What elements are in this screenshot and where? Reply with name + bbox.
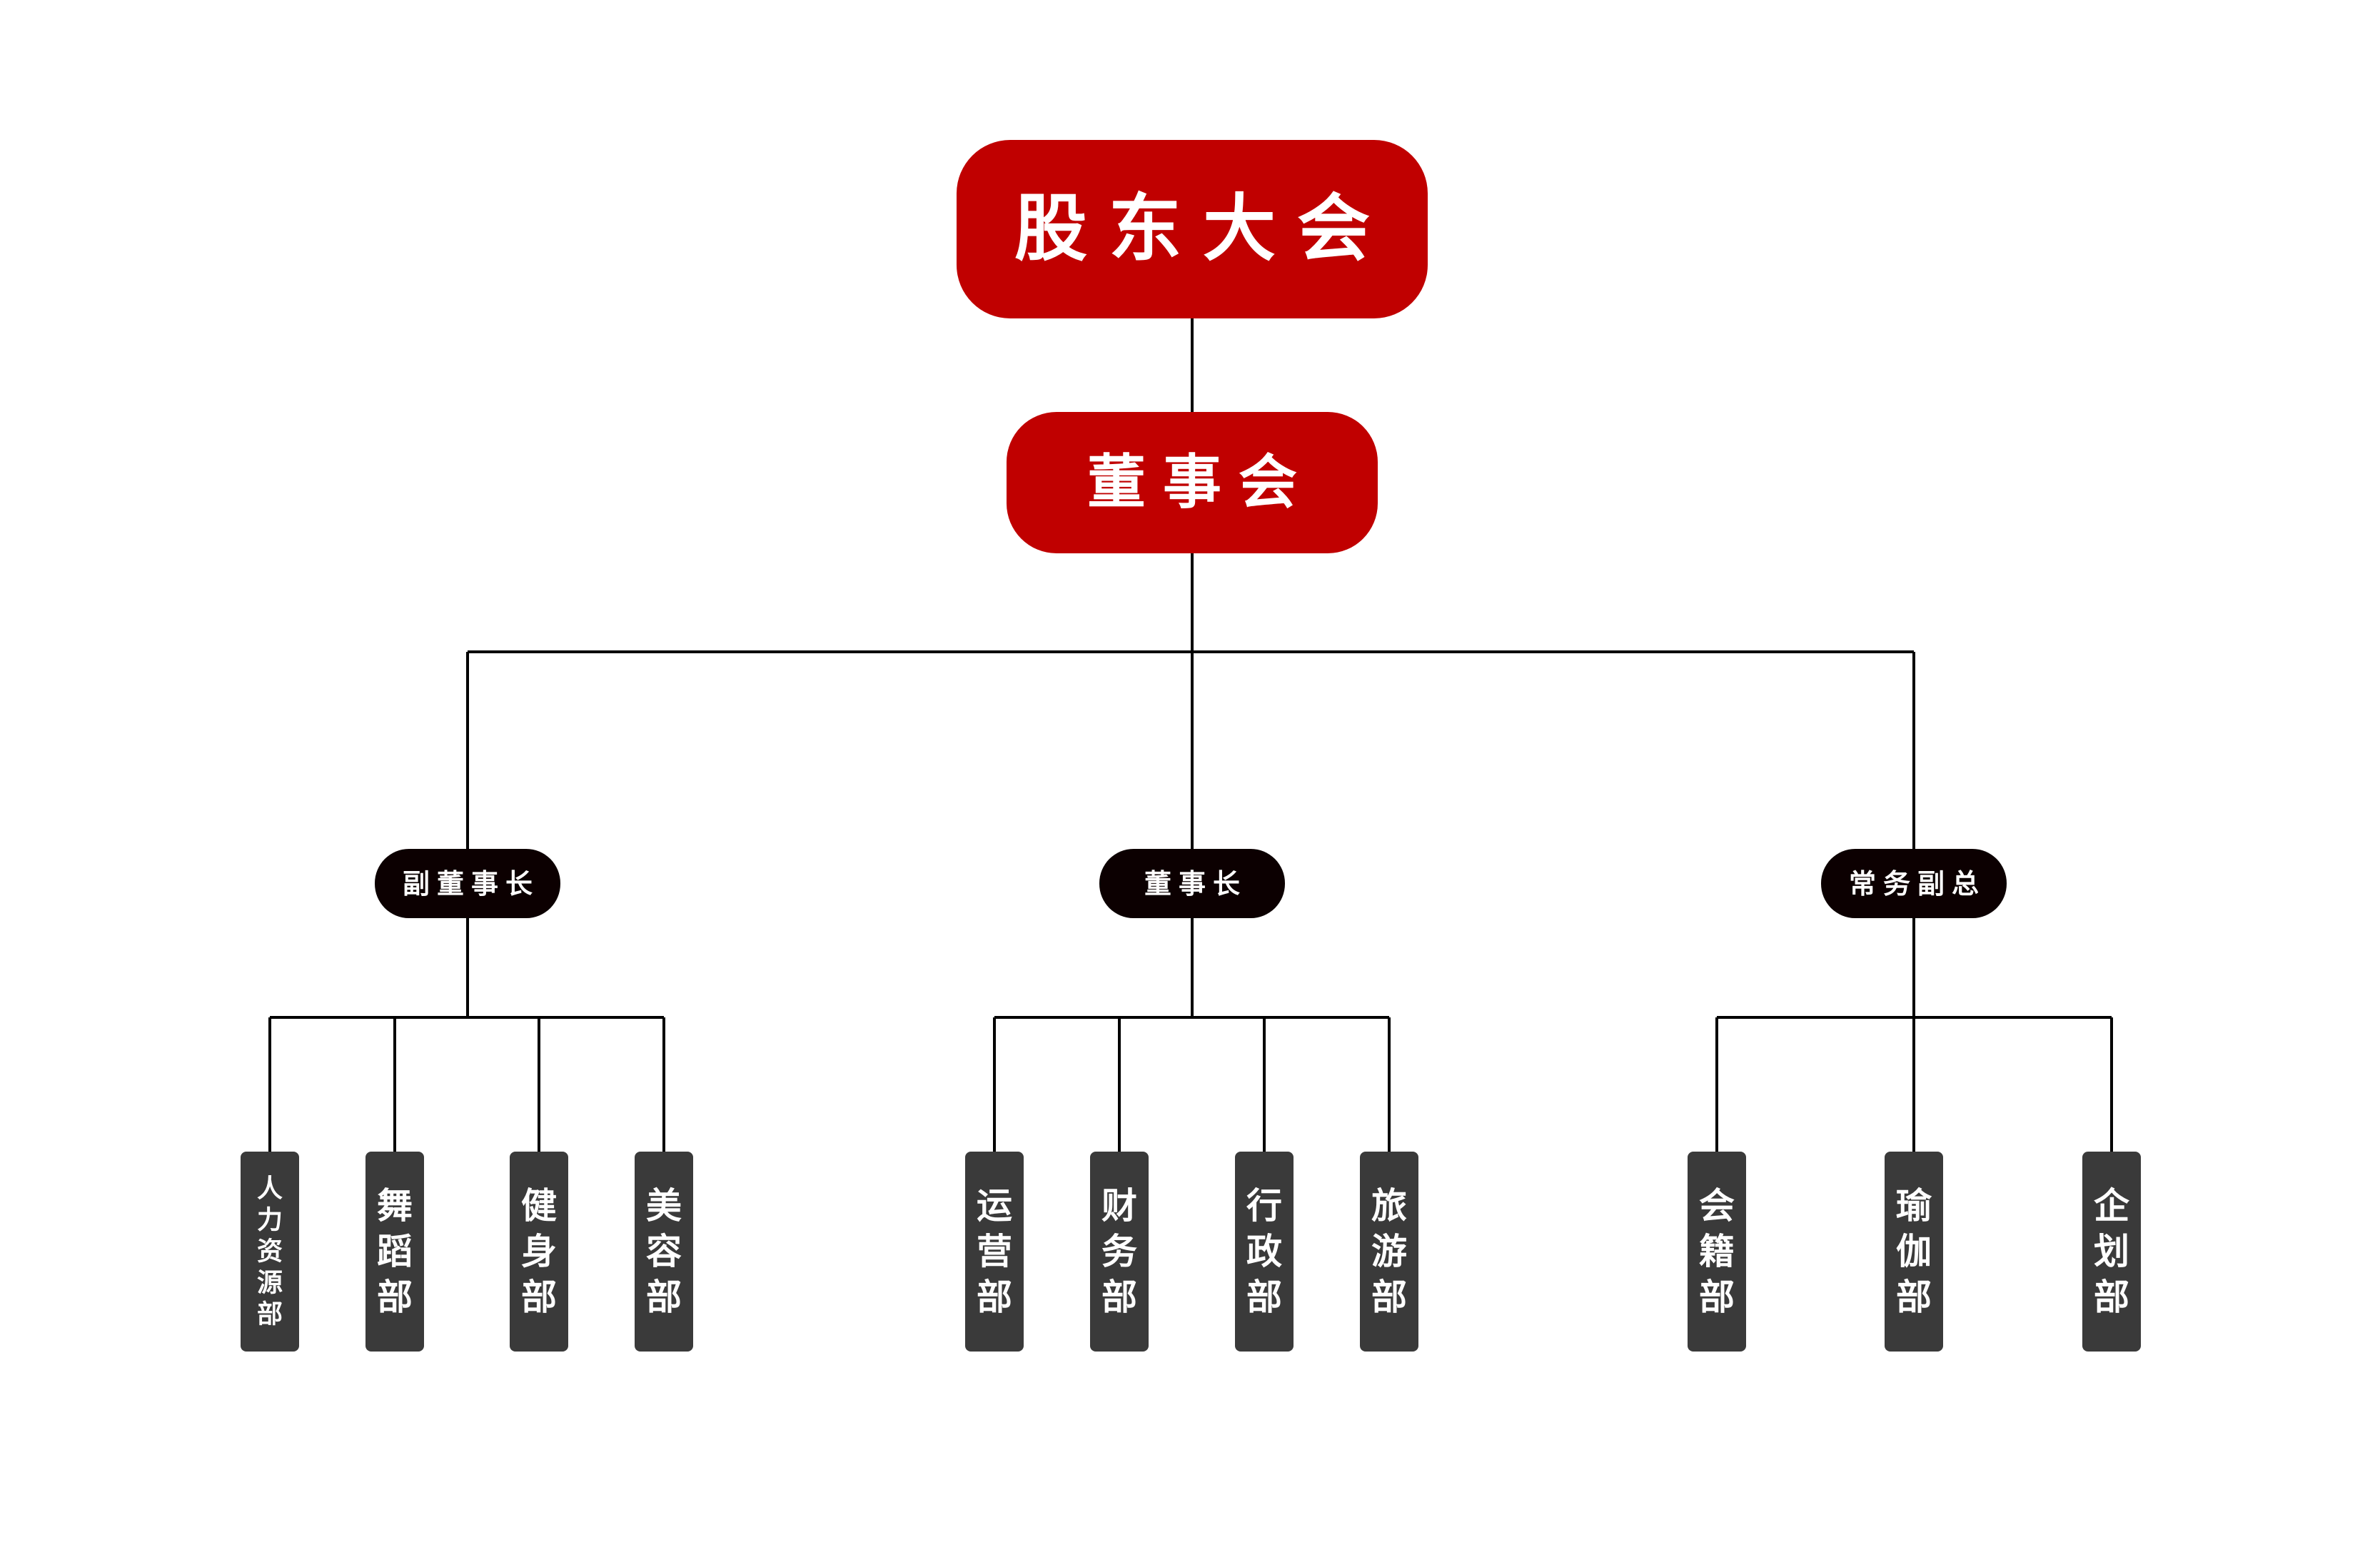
department-1-3: 健身部 [510,1152,568,1352]
department-2-4: 旅游部 [1360,1152,1418,1352]
department-label-char: 身 [521,1231,557,1272]
department-label-char: 源 [257,1269,283,1298]
department-1-4: 美容部 [635,1152,693,1352]
department-label-char: 企 [2094,1185,2130,1227]
shareholders-meeting-box: 股东大会 [957,140,1428,318]
department-label-char: 蹈 [377,1231,413,1272]
department-label-char: 部 [1699,1277,1735,1318]
manager-chairman-label: 董事长 [1144,868,1247,900]
department-label-char: 旅 [1371,1185,1407,1227]
shareholders-meeting-label: 股东大会 [1014,187,1391,272]
department-label-char: 部 [377,1277,413,1318]
board-of-directors-label: 董事会 [1087,449,1314,517]
department-label-char: 容 [646,1231,682,1272]
department-label-char: 部 [1896,1277,1932,1318]
department-label-char: 部 [1246,1277,1282,1318]
department-label-char: 运 [977,1185,1012,1227]
manager-chairman: 董事长 [1099,849,1285,918]
board-of-directors-box: 董事会 [1007,412,1378,553]
department-label-char: 健 [521,1185,557,1227]
department-label-char: 力 [257,1206,283,1235]
department-2-1: 运营部 [965,1152,1024,1352]
department-label-char: 行 [1246,1185,1282,1227]
department-label-char: 美 [646,1185,682,1227]
manager-vice-chairman: 副董事长 [375,849,560,918]
manager-executive-vp: 常务副总 [1821,849,2007,918]
department-label-char: 籍 [1699,1231,1735,1272]
manager-vice-chairman-label: 副董事长 [403,868,540,900]
department-label-char: 部 [1371,1277,1407,1318]
connectors [268,318,2113,1153]
department-label-char: 资 [257,1237,283,1267]
department-label-char: 人 [257,1174,283,1204]
department-label-char: 务 [1101,1231,1137,1272]
department-label-char: 部 [257,1300,283,1329]
department-2-2: 财务部 [1090,1152,1149,1352]
department-2-3: 行政部 [1235,1152,1294,1352]
department-label-char: 会 [1699,1185,1735,1227]
department-1-2: 舞蹈部 [365,1152,424,1352]
department-label-char: 划 [2094,1231,2129,1272]
department-label-char: 伽 [1896,1231,1932,1272]
department-label-char: 财 [1101,1185,1137,1227]
manager-executive-vp-label: 常务副总 [1849,868,1986,900]
department-label-char: 部 [521,1277,557,1318]
department-label-char: 游 [1371,1231,1407,1272]
department-label-char: 部 [646,1277,682,1318]
department-3-2: 瑜伽部 [1885,1152,1943,1352]
department-3-1: 会籍部 [1688,1152,1746,1352]
department-label-char: 营 [977,1231,1012,1272]
department-label-char: 部 [2094,1277,2129,1318]
department-3-3: 企划部 [2082,1152,2141,1352]
department-label-char: 政 [1246,1231,1282,1272]
department-label-char: 部 [977,1277,1012,1318]
department-label-char: 瑜 [1896,1185,1932,1227]
department-label-char: 部 [1101,1277,1137,1318]
department-label-char: 舞 [377,1185,413,1227]
